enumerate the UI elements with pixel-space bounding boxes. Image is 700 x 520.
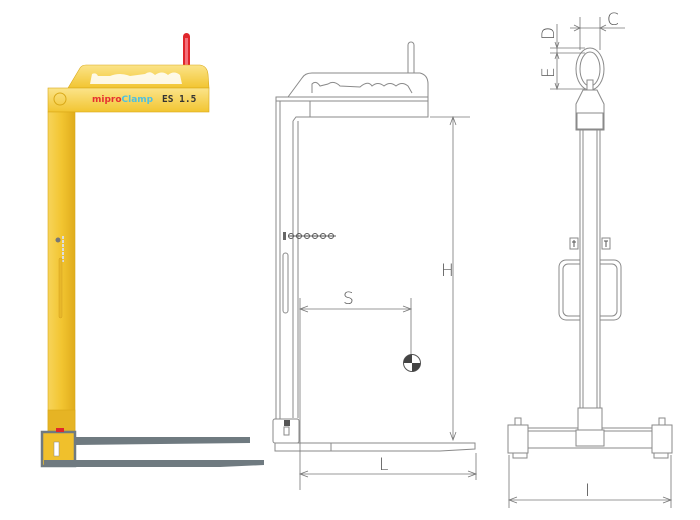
product-render-view: miproClamp ES 1.5 — [40, 33, 264, 468]
brand-logo: miproClamp — [92, 95, 154, 105]
front-view-drawing: C D E I — [507, 10, 673, 508]
dimension-E: E — [539, 67, 585, 91]
dimension-H: H — [430, 115, 470, 442]
svg-text:H: H — [441, 261, 454, 281]
fork — [274, 442, 476, 452]
beam-cutout — [90, 72, 182, 84]
svg-text:S: S — [343, 289, 354, 309]
dimension-D: D — [539, 24, 585, 89]
center-of-gravity-icon — [403, 354, 421, 372]
svg-text:L: L — [379, 455, 388, 475]
svg-text:I: I — [585, 481, 590, 501]
lock-indicator — [56, 428, 64, 432]
pivot-icon — [53, 92, 67, 106]
svg-text:D: D — [539, 27, 559, 40]
svg-text:C: C — [607, 10, 619, 30]
top-beam — [47, 87, 210, 113]
dimension-L: L — [298, 453, 478, 480]
dimension-S: S — [298, 289, 413, 490]
fork-lower — [44, 460, 264, 467]
model-label: ES 1.5 — [162, 94, 197, 105]
chain-icon — [283, 232, 336, 240]
fork-upper — [75, 437, 250, 445]
dimension-C: C — [570, 10, 625, 50]
chain-icon — [55, 236, 64, 319]
dimension-I: I — [507, 455, 673, 508]
svg-text:E: E — [539, 67, 559, 78]
side-view-drawing: H S L — [272, 41, 478, 490]
